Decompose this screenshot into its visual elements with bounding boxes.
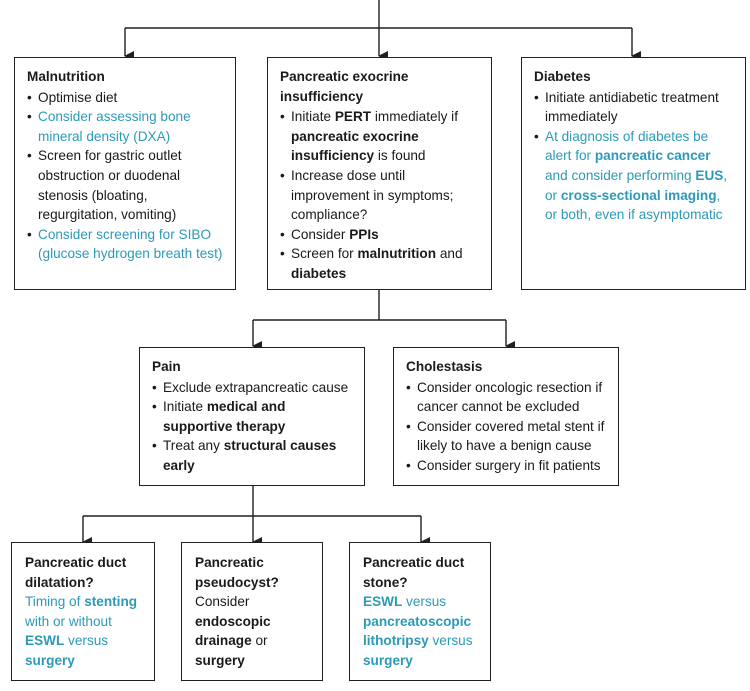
pei-item: Consider PPIs [280,225,481,245]
malnutrition-item: Optimise diet [27,88,225,108]
diabetes-title: Diabetes [534,69,591,84]
pei-item: Initiate PERT immediately if pancreatic … [280,107,481,166]
diabetes-item: At diagnosis of diabetes be alert for pa… [534,127,735,225]
malnutrition-item: Consider screening for SIBO (glucose hyd… [27,225,225,264]
pain-item: Initiate medical and supportive therapy [152,397,354,436]
pei-title: Pancreatic exocrine insufficiency [280,69,409,104]
duct-stone-text: ESWL versus pancreatoscopic lithotripsy … [363,594,473,668]
duct-dilatation-box: Pancreatic duct dilatation? Timing of st… [11,542,155,681]
cholestasis-title: Cholestasis [406,359,483,374]
cholestasis-box: Cholestasis Consider oncologic resection… [393,347,619,486]
pain-box: Pain Exclude extrapancreatic cause Initi… [139,347,365,486]
pain-title: Pain [152,359,181,374]
malnutrition-title: Malnutrition [27,69,105,84]
duct-dilatation-title: Pancreatic duct dilatation? [25,555,127,590]
cholestasis-item: Consider oncologic resection if cancer c… [406,378,608,417]
malnutrition-box: Malnutrition Optimise diet Consider asse… [14,57,236,290]
pei-box: Pancreatic exocrine insufficiency Initia… [267,57,492,290]
diabetes-box: Diabetes Initiate antidiabetic treatment… [521,57,746,290]
pseudocyst-box: Pancreatic pseudocyst? Consider endoscop… [181,542,323,681]
pseudocyst-text: Consider endoscopic drainage or surgery [195,594,271,668]
pseudocyst-title: Pancreatic pseudocyst? [195,555,279,590]
pei-item: Screen for malnutrition and diabetes [280,244,481,283]
cholestasis-item: Consider surgery in fit patients [406,456,608,476]
pei-item: Increase dose until improvement in sympt… [280,166,481,225]
duct-stone-box: Pancreatic duct stone? ESWL versus pancr… [349,542,491,681]
pain-item: Treat any structural causes early [152,436,354,475]
pain-item: Exclude extrapancreatic cause [152,378,354,398]
diabetes-item: Initiate antidiabetic treatment immediat… [534,88,735,127]
duct-dilatation-text: Timing of stenting with or without ESWL … [25,594,138,668]
duct-stone-title: Pancreatic duct stone? [363,555,465,590]
cholestasis-item: Consider covered metal stent if likely t… [406,417,608,456]
malnutrition-item: Consider assessing bone mineral density … [27,107,225,146]
malnutrition-item: Screen for gastric outlet obstruction or… [27,146,225,224]
